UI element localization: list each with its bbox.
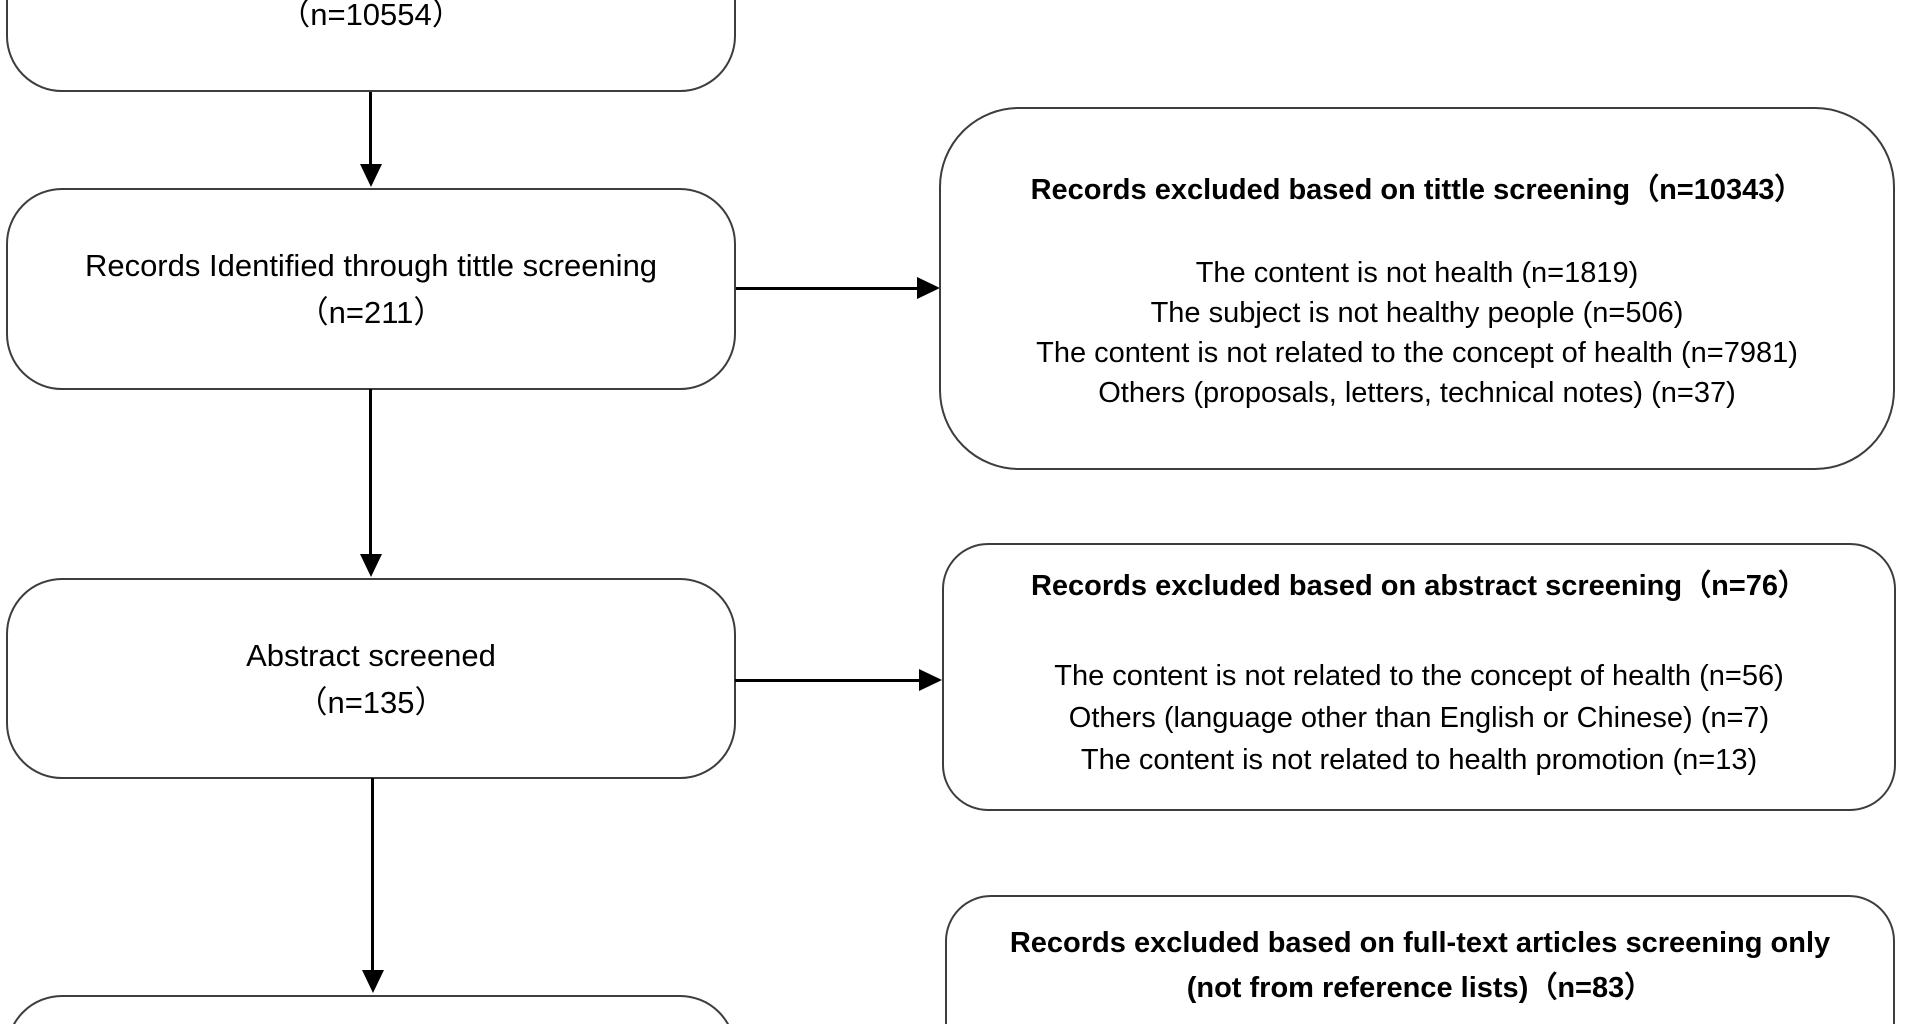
excluded-abstract-reason: The content is not related to health pro… (1080, 744, 1758, 776)
arrow-title-excluded-head (917, 277, 940, 299)
excluded-title-reason: Others (proposals, letters, technical no… (1098, 377, 1736, 409)
excluded-abstract-heading: Records excluded based on abstract scree… (1030, 570, 1808, 602)
arrow-abstract-excluded-line (735, 679, 920, 682)
excluded-fulltext-heading-line2: (not from reference lists)（n=83） (1186, 972, 1654, 1004)
arrow-abstract-to-fulltext-line (371, 778, 374, 971)
arrow-title-to-abstract-head (360, 554, 382, 577)
excluded-abstract-reason: The content is not related to the concep… (1054, 660, 1784, 692)
box-title-screened: Records Identified through tittle screen… (6, 188, 736, 390)
box-excluded-abstract-screening: Records excluded based on abstract scree… (942, 543, 1896, 811)
abstract-screened-label: Abstract screened (246, 637, 496, 673)
box-fulltext-screened (6, 995, 736, 1024)
box-excluded-title-screening: Records excluded based on tittle screeni… (939, 107, 1895, 470)
box-records-pool: （n=10554） (6, 0, 736, 92)
box-abstract-screened: Abstract screened （n=135） (6, 578, 736, 779)
excluded-title-reason: The subject is not healthy people (n=506… (1150, 297, 1684, 329)
spacer (941, 209, 1893, 253)
box-excluded-fulltext-screening: Records excluded based on full-text arti… (945, 895, 1895, 1024)
arrow-abstract-excluded-head (919, 669, 942, 691)
arrow-abstract-to-fulltext-head (362, 970, 384, 993)
arrow-pool-to-title-line (369, 92, 372, 165)
excluded-fulltext-heading-line1: Records excluded based on full-text arti… (1009, 927, 1831, 959)
title-screened-count: （n=211） (297, 295, 445, 330)
abstract-screened-count: （n=135） (296, 684, 446, 720)
excluded-abstract-reason: Others (language other than English or C… (1068, 702, 1770, 734)
excluded-title-reason: The content is not related to the concep… (1036, 337, 1798, 369)
spacer (944, 605, 1894, 655)
title-screened-label: Records Identified through tittle screen… (84, 248, 658, 283)
excluded-title-reason: The content is not health (n=1819) (1195, 257, 1639, 289)
arrow-pool-to-title-head (360, 164, 382, 187)
records-pool-count: （n=10554） (279, 0, 463, 32)
arrow-title-to-abstract-line (369, 389, 372, 555)
arrow-title-excluded-line (736, 287, 918, 290)
excluded-title-heading: Records excluded based on tittle screeni… (1030, 174, 1804, 206)
